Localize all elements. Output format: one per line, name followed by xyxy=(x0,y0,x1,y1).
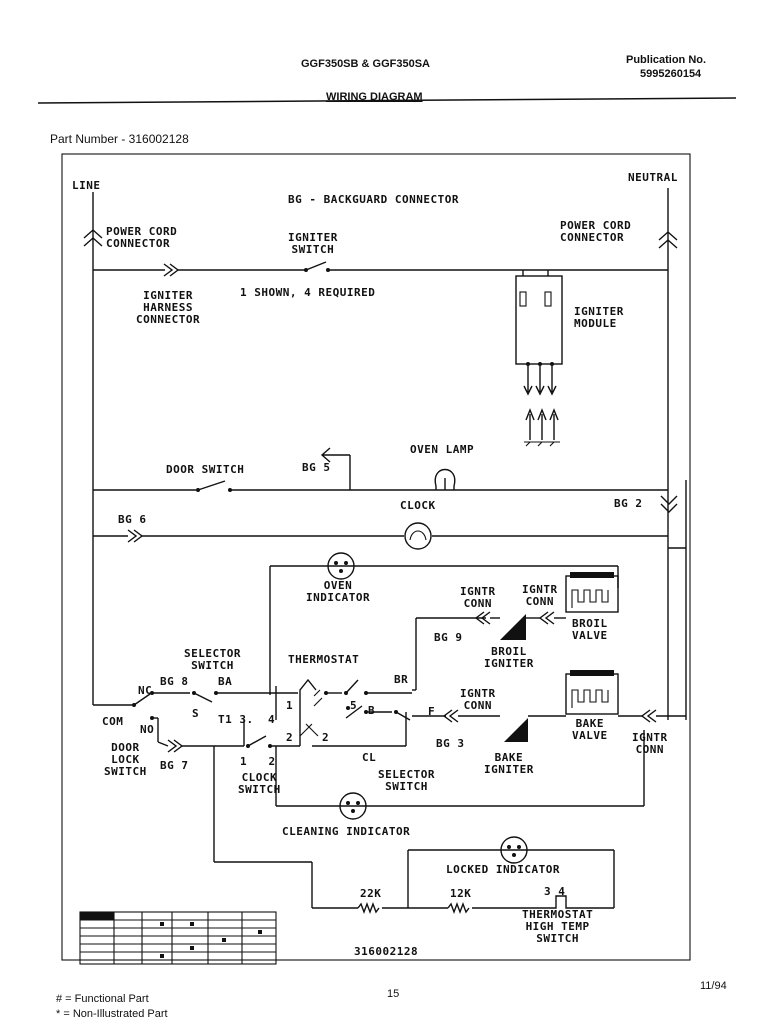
selector-switch-top-label: SELECTOR SWITCH xyxy=(184,647,241,672)
oven-indicator-icon xyxy=(327,552,355,580)
resistor-22k-label: 22K xyxy=(360,887,382,900)
diagram-number-label: 316002128 xyxy=(354,945,419,958)
igniter-input-icon xyxy=(525,408,559,440)
resistor-22k-icon xyxy=(357,902,380,914)
bg2-connector-icon xyxy=(660,495,678,513)
locked-indicator-label: LOCKED INDICATOR xyxy=(446,863,560,876)
thermostat-high-temp-label: THERMOSTAT HIGH TEMP SWITCH xyxy=(522,908,594,945)
door-lock-switch-icon xyxy=(133,693,151,706)
door-switch-label: DOOR SWITCH xyxy=(166,463,245,476)
switch-terminals-label: 3 4 xyxy=(544,885,566,898)
igntr-conn-3-label: IGNTR CONN xyxy=(460,687,496,712)
bg5-label: BG 5 xyxy=(302,461,331,474)
igniter-harness-connector-icon xyxy=(163,263,180,277)
switch-position-chart xyxy=(79,911,277,965)
igniter-module-output-icon xyxy=(523,366,557,396)
igniter-harness-label: IGNITER HARNESS CONNECTOR xyxy=(136,289,201,326)
legend-non-illustrated: * = Non-Illustrated Part xyxy=(56,1008,168,1020)
igniter-module xyxy=(515,275,563,365)
clock-switch-label: CLOCK SWITCH xyxy=(238,771,281,796)
terminal-5-label: 5 xyxy=(350,699,358,712)
part-number: Part Number - 316002128 xyxy=(50,132,189,146)
broil-igniter-label: BROIL IGNITER xyxy=(484,645,534,670)
publication-label: Publication No. xyxy=(626,54,707,66)
bake-igniter-icon xyxy=(504,718,528,742)
publication-number: 5995260154 xyxy=(640,68,702,80)
door-lock-switch-label: DOOR LOCK SWITCH xyxy=(104,741,147,778)
broil-igniter-icon xyxy=(500,614,526,640)
bg6-connector-icon xyxy=(127,529,144,543)
igniter-module-label: IGNITER MODULE xyxy=(574,305,624,330)
bg5-connector-icon xyxy=(320,447,350,463)
power-cord-right-label: POWER CORD CONNECTOR xyxy=(560,219,632,244)
oven-indicator-label: OVEN INDICATOR xyxy=(306,579,371,604)
terminal-4-label: 4 xyxy=(268,713,276,726)
igniter-switch-label: IGNITER SWITCH xyxy=(288,231,338,256)
high-temp-switch-icon xyxy=(548,895,574,909)
igntr-conn-4-label: IGNTR CONN xyxy=(632,731,668,756)
broil-igntr-conn-icon xyxy=(474,611,491,625)
cleaning-indicator-icon xyxy=(339,792,367,820)
broil-valve-icon xyxy=(565,575,619,613)
bg9-label: BG 9 xyxy=(434,631,463,644)
thermostat-icon xyxy=(299,678,317,746)
clock-switch-nums-label: 1 2 xyxy=(240,755,276,768)
igniter-switch-icon xyxy=(305,261,327,271)
t13-label: T1 3. xyxy=(218,713,254,726)
b-label: B xyxy=(368,704,376,717)
ba-label: BA xyxy=(218,675,233,688)
clock-switch-icon xyxy=(247,735,267,747)
igntr-conn-2-label: IGNTR CONN xyxy=(522,583,558,608)
broil-valve-label: BROIL VALVE xyxy=(572,617,608,642)
page-number: 15 xyxy=(387,988,400,1000)
terminal-2-label: 2 xyxy=(286,731,294,744)
cleaning-indicator-label: CLEANING INDICATOR xyxy=(282,825,411,838)
bg6-label: BG 6 xyxy=(118,513,147,526)
oven-lamp-icon xyxy=(434,469,456,487)
power-cord-left-label: POWER CORD CONNECTOR xyxy=(106,225,178,250)
resistor-12k-icon xyxy=(447,902,470,914)
thermostat-label: THERMOSTAT xyxy=(288,653,360,666)
bg7-connector-icon xyxy=(167,739,184,753)
clock-icon xyxy=(404,522,432,550)
bg-connector-label: BG - BACKGUARD CONNECTOR xyxy=(288,193,459,206)
bake-valve-label: BAKE VALVE xyxy=(572,717,608,742)
br-label: BR xyxy=(394,673,409,686)
bake-valve-icon xyxy=(565,673,619,715)
f-label: F xyxy=(428,705,436,718)
neutral-label: NEUTRAL xyxy=(628,171,678,184)
diagram-frame xyxy=(61,153,691,961)
selector-switch-bottom-label: SELECTOR SWITCH xyxy=(378,768,435,793)
bg7-label: BG 7 xyxy=(160,759,189,772)
power-cord-connector-right-icon xyxy=(658,231,678,249)
s-label: S xyxy=(192,707,200,720)
power-cord-connector-left-icon xyxy=(83,229,103,247)
shown-required-label: 1 SHOWN, 4 REQUIRED xyxy=(240,286,376,299)
bg2-label: BG 2 xyxy=(614,497,643,510)
nc-label: NC xyxy=(138,684,153,697)
terminal-2b-label: 2 xyxy=(322,731,330,744)
igntr-conn-1-label: IGNTR CONN xyxy=(460,585,496,610)
bg8-label: BG 8 xyxy=(160,675,189,688)
legend-functional: # = Functional Part xyxy=(56,993,149,1005)
bake-igntr-conn-icon xyxy=(442,709,459,723)
broil-igntr-conn-2-icon xyxy=(538,611,555,625)
terminal-1-label: 1 xyxy=(286,699,294,712)
line-label: LINE xyxy=(72,179,101,192)
locked-indicator-icon xyxy=(500,836,528,864)
door-switch-icon xyxy=(197,480,226,491)
oven-lamp-label: OVEN LAMP xyxy=(410,443,475,456)
model-number: GGF350SB & GGF350SA xyxy=(301,58,430,70)
date: 11/94 xyxy=(700,980,727,992)
bake-igniter-label: BAKE IGNITER xyxy=(484,751,534,776)
bake-igntr-conn-2-icon xyxy=(640,709,657,723)
no-label: NO xyxy=(140,723,155,736)
com-label: COM xyxy=(102,715,124,728)
bg3-label: BG 3 xyxy=(436,737,465,750)
clock-label: CLOCK xyxy=(400,499,436,512)
resistor-12k-label: 12K xyxy=(450,887,472,900)
cl-label: CL xyxy=(362,751,377,764)
